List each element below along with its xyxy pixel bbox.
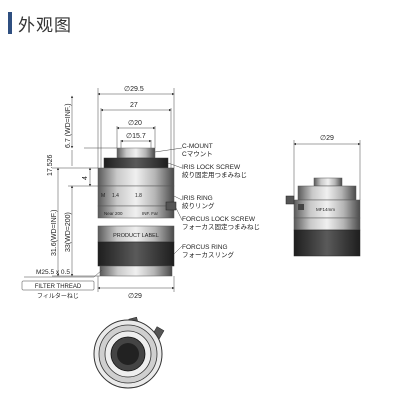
mark-f14: 1.4 [112,193,119,199]
filter-thread-callout: M25.5 x 0.5 FILTER THREAD フィルターねじ [21,269,103,300]
mark-f18: 1.8 [135,193,142,199]
callout-leader-lines [154,147,183,255]
front-dimension-labels: ∅29.5 27 ∅20 ∅15.7 ∅29 6.7 (WD=INF.) 17.… [47,86,146,300]
callout-focus-lock-en: FORCUS LOCK SCREW [182,216,256,223]
page-title: 外观图 [18,15,72,36]
dim-17-526: 17.526 [47,154,54,176]
dim-w27: 27 [130,102,138,109]
mark-near: Near 200 [104,211,123,216]
callout-cmount-jp: Cマウント [182,150,213,158]
filter-thread-body [99,265,173,277]
callout-iris-lock-jp: 絞り固定用つまみねじ [182,170,247,179]
callout-iris-lock-en: IRIS LOCK SCREW [182,164,241,171]
front-dimension-lines [52,88,175,292]
lens-body-upper [97,167,175,187]
page-header: 外观图 [8,10,72,36]
side-dimension-lines [293,140,361,200]
callout-labels: C-MOUNT Cマウント IRIS LOCK SCREW 絞り固定用つまみねじ… [182,143,260,259]
focus-ring-top [97,205,175,219]
mark-inf: INF. Far [142,211,159,216]
focus-lock-knob [165,201,177,211]
filter-thread-jp: フィルターねじ [37,292,79,300]
dim-31-6: 31.6(WD=INF.) [51,210,58,256]
dim-d29-bottom: ∅29 [128,293,142,300]
callout-focus-ring-jp: フォーカスリング [182,250,235,259]
dim-6-7: 6.7 (WD=INF.) [65,103,72,148]
c-mount-thread [116,147,156,159]
dim-d29-side: ∅29 [320,135,334,142]
filter-thread-en: FILTER THREAD [35,284,82,290]
callout-iris-ring-en: IRIS RING [182,195,213,202]
dim-4: 4 [82,176,89,180]
bottom-view-lens [93,316,165,389]
callout-focus-ring-en: FORCUS RING [182,244,228,251]
callout-iris-ring-jp: 絞りリング [182,201,215,210]
product-label-text: PRODUCT LABEL [113,233,159,239]
callout-cmount-en: C-MOUNT [182,143,213,150]
dim-d20: ∅20 [128,120,142,127]
dim-d15-7: ∅15.7 [126,133,146,140]
side-view-lens: MF14mm [285,177,361,257]
thread-spec: M25.5 x 0.5 [36,269,70,276]
side-knob-left [285,195,295,205]
dim-d29-5: ∅29.5 [124,86,144,93]
front-view-lens: M 1.4 1.8 Near 200 INF. Far PRODUCT LABE… [97,147,177,277]
side-label: MF14mm [316,207,335,212]
header-accent-bar [8,12,12,34]
side-knob-front [298,204,304,210]
focus-ring-knurl [97,241,175,267]
mark-m: M [101,193,105,199]
callout-focus-lock-jp: フォーカス固定つまみねじ [182,222,260,231]
dim-33: 33(WD=200) [65,212,72,252]
iris-lock-band [103,157,169,169]
